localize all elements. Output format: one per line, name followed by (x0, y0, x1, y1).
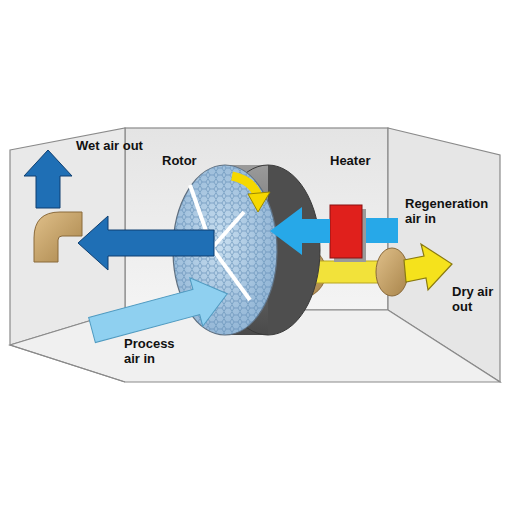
wet-air-duct (34, 212, 82, 262)
outlet-label: Dry air out (452, 284, 496, 314)
heater (330, 205, 362, 258)
housing (10, 128, 500, 382)
wet-air-up-arrow (24, 150, 72, 208)
inlet-label: Process air in (124, 336, 186, 366)
inlet-label: Regeneration air in (405, 196, 500, 226)
outlet-label: Wet air out (76, 138, 186, 153)
dry-air-arrow (404, 244, 452, 290)
regeneration-air-inlet (364, 218, 398, 243)
rotation-arrow (232, 176, 270, 212)
wet-air-arrow (78, 216, 214, 270)
regeneration-arrow (270, 207, 330, 255)
part-label: Heater (330, 153, 400, 168)
floor-edge (10, 345, 125, 382)
part-label: Rotor (162, 153, 222, 168)
